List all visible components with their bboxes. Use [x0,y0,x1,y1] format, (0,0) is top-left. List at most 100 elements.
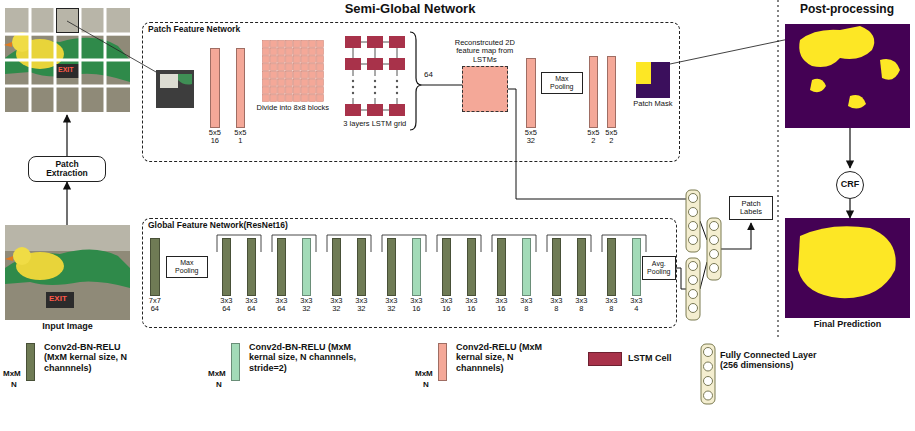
layer-label: 3x3 8 [547,297,565,314]
conv-layer: 5x5 2 [607,56,616,128]
conv-layer: 3x3 8 [577,238,586,296]
layer-label: 3x3 32 [352,297,370,314]
layer-label: Max Pooling [170,259,204,274]
legend-dimension: MxM [3,370,21,379]
diagram-title: Semi-Global Network [140,2,680,16]
layer-label: Max Pooling [545,75,579,90]
legend-swatch [231,343,240,381]
layer-label: 3x3 16 [437,297,455,314]
conv-layer: 3x3 32 [357,238,366,296]
layer-label: 3x3 8 [602,297,620,314]
image-panel: Final Prediction [785,218,910,318]
conv-layer: 3x3 32 [302,238,311,296]
layer-label: 5x5 1 [231,129,249,146]
conv-layer: 5x5 2 [589,56,598,128]
legend-swatch [588,352,622,366]
legend-dimension: N [216,381,222,390]
layer-label: Patch Extraction [41,160,93,179]
conv-layer: 3x3 16 [467,238,476,296]
layer-label: Avg. Pooling [646,260,672,275]
brace [410,32,422,130]
layer-label: Reconstrcuted 2D feature map from LSTMs [446,39,524,64]
layer-label: 7x7 64 [146,297,164,314]
final-picture [785,218,910,318]
conv-layer: 3x3 8 [607,238,616,296]
layer-label: 3x3 32 [297,297,315,314]
layer-label: 5x5 2 [602,129,620,146]
legend-text: Fully Connected Layer (256 dimensions) [720,350,828,371]
layer-label: Patch Labels [733,200,769,217]
process-box: Patch Extraction [28,156,106,182]
layer-label: CRF [841,180,860,190]
conv-layer: 3x3 64 [247,238,256,296]
lstm-cells [345,36,405,116]
layer-label: 3x3 64 [242,297,260,314]
network-region: 5x5 16 5x5 1 Divide into 8x8 blocks 3 layer… [142,22,680,162]
lstm-grid: 3 layers LSTM grid [343,34,407,118]
legend-text: Conv2d-BN-RELU (MxM kernal size, N chann… [44,342,136,373]
layer-label: Input Image [3,322,133,332]
layer-label: 3x3 8 [517,297,535,314]
layer-label: 5x5 2 [584,129,602,146]
section-title: Post-processing [782,3,912,16]
legend-swatch [438,343,447,381]
fc-swatch [700,343,716,405]
pooling-box: Avg. Pooling [642,256,676,280]
conv-layer: 3x3 8 [552,238,561,296]
layer-label: 3x3 64 [272,297,290,314]
layer-label: 5x5 16 [206,129,224,146]
input-photo [5,225,130,320]
network-region: 7x7 64Max Pooling3x3 643x3 643x3 643x3 3… [142,218,677,328]
conv-layer: 3x3 16 [497,238,506,296]
arrow [66,115,67,156]
layer-label: 3x3 16 [462,297,480,314]
feature-map: Reconstrcuted 2D feature map from LSTMs [462,66,508,112]
conv-layer: 5x5 32 [526,58,536,128]
layer-label: 5x5 32 [522,129,540,146]
layer-label: 3x3 16 [492,297,510,314]
arrow-connector [66,182,67,225]
sign-text: EXIT [49,295,67,304]
legend-text: Conv2d-RELU (MxM kernal size, N channnel… [456,342,548,373]
legend-dimension: MxM [208,370,226,379]
conv-layer: 7x7 64 [150,238,160,296]
conv-layer: 5x5 1 [236,48,245,128]
conv-layer: 3x3 4 [632,238,641,296]
layer-label: 3x3 16 [407,297,425,314]
layer-label: 3x3 8 [572,297,590,314]
block-grid: Divide into 8x8 blocks [262,40,324,102]
conv-layer: 3x3 64 [222,238,231,296]
image-panel: Input Image [5,225,130,320]
layer-label: 3x3 32 [327,297,345,314]
block-cells [262,40,324,102]
conv-layer: 3x3 64 [277,238,286,296]
conv-layer: 3x3 8 [522,238,531,296]
conv-layer: 3x3 32 [387,238,396,296]
layer-label: 3x3 32 [382,297,400,314]
legend-dimension: MxM [415,370,433,379]
conv-layer: 3x3 16 [412,238,421,296]
layer-label: 3x3 4 [627,297,645,314]
divider-line [777,0,778,338]
legend-text: Conv2d-BN-RELU (MxM kernal size, N chann… [249,342,359,373]
layer-label: 3x3 64 [217,297,235,314]
patch-mask: Patch Mask [636,62,670,98]
pooling-box: Max Pooling [541,72,583,94]
conv-layer: 5x5 16 [210,48,220,128]
arrow-connector [849,199,850,218]
output-box: Patch Labels [729,196,773,220]
pooling-box: Max Pooling [166,256,208,278]
region-title: Patch Feature Network [148,25,240,34]
conv-layer: 3x3 16 [442,238,451,296]
region-title: Global Feature Network(ResNet16) [148,221,288,230]
sign-text: EXIT [58,66,74,74]
legend-dimension: N [423,381,429,390]
patch-grid-photo [4,8,130,112]
wire [422,85,462,86]
dimension-label: 64 [424,71,433,80]
crf-circle: CRF [836,171,864,199]
layer-label: Divide into 8x8 blocks [251,104,335,112]
legend-dimension: N [11,381,17,390]
layer-label: 3 layers LSTM grid [339,120,411,128]
